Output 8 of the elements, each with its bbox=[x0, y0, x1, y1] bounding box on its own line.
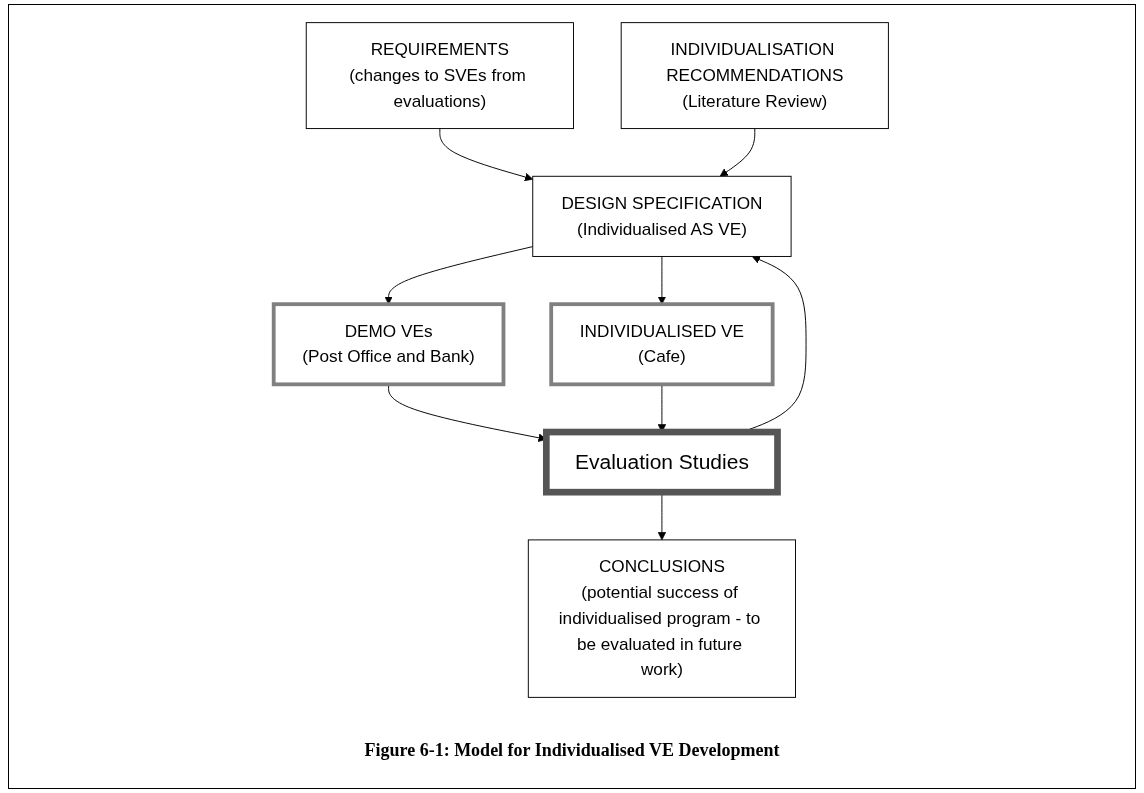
node-box: INDIVIDUALISED VE (Cafe) bbox=[549, 302, 775, 387]
figure-caption: Figure 6-1: Model for Individualised VE Development bbox=[364, 740, 780, 760]
node-box: DEMO VEs (Post Office and Bank) bbox=[271, 302, 506, 387]
node-box: REQUIREMENTS (changes to SVEs from evaluations) bbox=[305, 22, 574, 130]
node-box: CONCLUSIONS (potential success of individualised program - to be evaluated in future work) bbox=[527, 539, 796, 698]
node-box: DESIGN SPECIFICATION (Individualised AS VE) bbox=[532, 175, 792, 257]
node-box: Evaluation Studies bbox=[542, 428, 781, 496]
node-box: INDIVIDUALISATION RECOMMENDATIONS (Literature Review) bbox=[620, 22, 889, 130]
